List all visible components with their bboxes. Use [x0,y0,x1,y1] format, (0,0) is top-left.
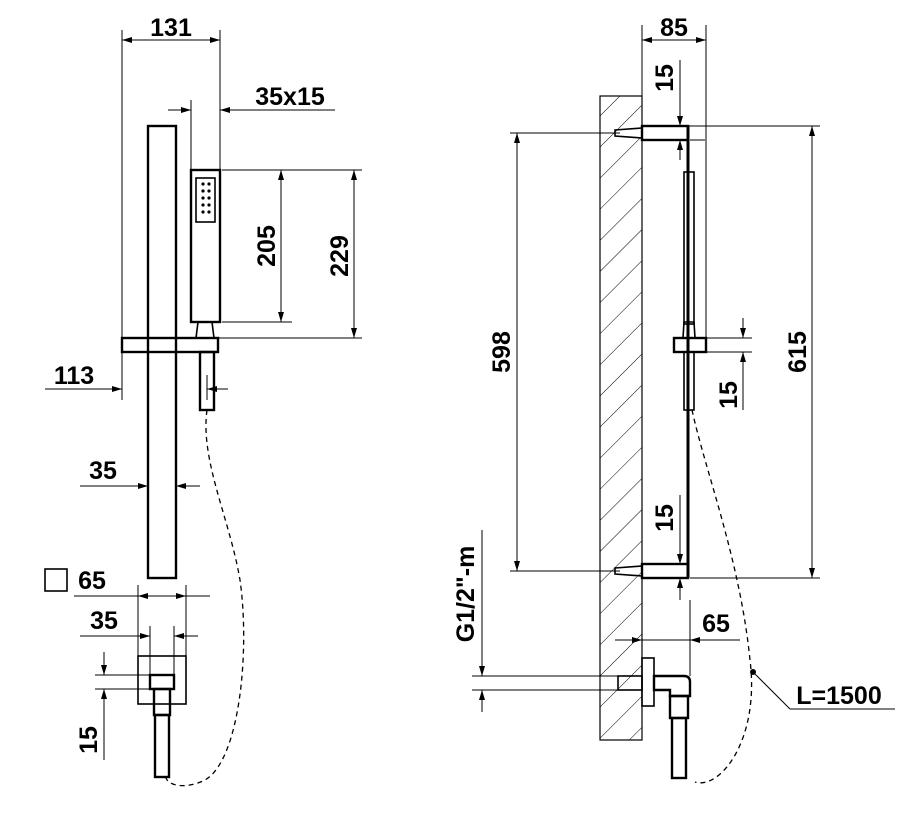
hose-segment-lower [683,351,695,411]
dim-thread: G1/2"-m [452,546,480,643]
wall-connector-side-thread [617,675,643,691]
hand-shower-nozzle-plate [195,177,216,223]
dim-205: 205 [253,225,281,267]
dim-15-bottom: 15 [651,504,679,532]
dim-35-bar: 35 [89,457,117,485]
dim-35x15: 35x15 [255,83,325,111]
front-view: 131 35x15 205 229 113 3 [44,14,362,787]
square-symbol [44,568,68,592]
dim-15-top: 15 [651,64,679,92]
wall-connector-side-elbow [652,674,692,698]
front-dimensions: 131 35x15 205 229 113 3 [44,14,362,760]
hose-segment-upper [683,171,695,325]
shower-holder [120,336,220,354]
wall-hatched [599,95,643,741]
side-view: 85 15 598 615 15 15 [452,14,895,784]
dim-15-connector: 15 [75,726,103,754]
dim-15-holder: 15 [715,381,743,409]
nozzle-dots [201,182,211,214]
hose-side [691,409,753,784]
dim-65-projection: 65 [702,610,730,638]
bottom-bracket [640,562,690,580]
dim-113: 113 [54,362,94,390]
dim-598: 598 [488,331,516,373]
wall-connector-side-flange [641,657,655,707]
dim-65-square: 65 [78,567,106,595]
wall-connector-hose-end [153,713,171,779]
holder-neck [195,321,215,339]
bottom-wall-plug [614,565,643,577]
top-wall-plug [614,127,643,139]
dim-229: 229 [326,235,354,277]
wall-connector-nut [152,687,172,717]
holder-side [672,336,708,354]
dim-85: 85 [660,14,688,42]
dim-hose-length: L=1500 [796,682,882,710]
wall-flange [137,655,187,705]
dim-35-connector: 35 [90,607,118,635]
wall-connector-body [148,673,176,691]
side-dimensions: 85 15 598 615 15 15 [452,14,895,712]
wall-connector-side-hose-end [670,716,688,780]
dim-131: 131 [150,14,192,42]
hose-front [165,409,245,787]
dim-615: 615 [784,331,812,373]
wall-connector-side-nut [668,694,690,720]
top-bracket [640,124,690,142]
